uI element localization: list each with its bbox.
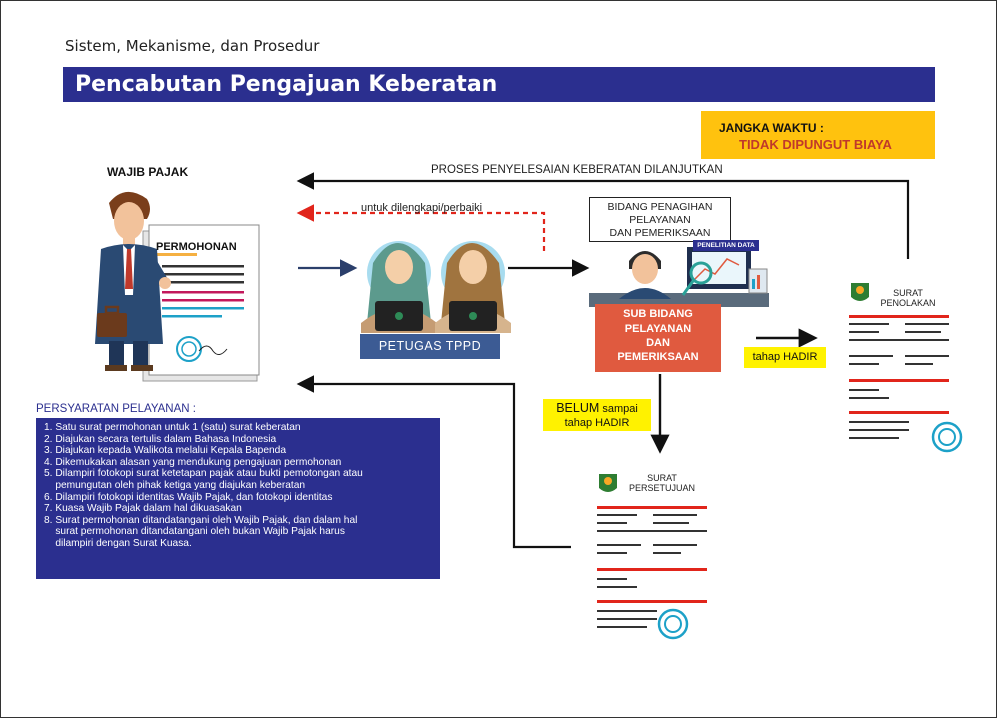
sub-bidang-line-3: DAN [646, 337, 670, 349]
sub-bidang-line-1: SUB BIDANG [623, 308, 693, 320]
officer-man-icon [619, 251, 671, 299]
surat-persetujuan-line-2: PERSETUJUAN [628, 483, 695, 493]
persyaratan-list: 1. Satu surat permohonan untuk 1 (satu) … [44, 422, 439, 550]
arrow-dilengkapi [296, 204, 546, 251]
surat-penolakan-title: SURAT PENOLAKAN [873, 288, 943, 308]
sub-bidang-box [595, 304, 721, 372]
page-title: Pencabutan Pengajuan Keberatan [75, 72, 498, 97]
document-lines-icon [157, 253, 244, 318]
bidang-line-1: BIDANG PENAGIHAN [607, 201, 713, 213]
surat-penolakan-document [843, 277, 971, 457]
surat-persetujuan-line-1: SURAT [647, 473, 677, 483]
persyaratan-item: dilampiri dengan Surat Kuasa. [44, 537, 192, 549]
wajib-pajak-illustration [95, 191, 260, 382]
bidang-line-3: DAN PEMERIKSAAN [609, 227, 711, 239]
businessman-icon [95, 191, 171, 371]
logo-shield-icon [599, 474, 617, 492]
surat-persetujuan-document [591, 468, 719, 646]
chart-monitor-icon [681, 247, 751, 296]
persyaratan-item: 1. Satu surat permohonan untuk 1 (satu) … [44, 422, 301, 433]
surat-penolakan-line-2: PENOLAKAN [880, 298, 936, 308]
officer-right-icon [435, 243, 511, 333]
persyaratan-item: 6. Dilampiri fotokopi identitas Wajib Pa… [44, 491, 333, 503]
dilengkapi-label: untuk dilengkapi/perbaiki [361, 202, 483, 214]
persyaratan-item: pemungutan oleh pihak ketiga yang diajuk… [44, 479, 306, 491]
stamp-icon [931, 421, 963, 453]
surat-persetujuan-title: SURAT PERSETUJUAN [617, 473, 707, 493]
sub-bidang-illustration [589, 247, 769, 307]
arrow-proses-lanjut [296, 172, 910, 259]
bidang-line-2: PELAYANAN [629, 214, 691, 226]
proses-lanjut-label: PROSES PENYELESAIAN KEBERATAN DILANJUTKA… [431, 164, 723, 176]
wajib-pajak-label: WAJIB PAJAK [107, 165, 189, 179]
persyaratan-item: 8. Surat permohonan ditandatangani oleh … [44, 514, 358, 526]
document-body-icon [597, 506, 707, 628]
sub-bidang-line-2: PELAYANAN [624, 323, 692, 335]
jangka-waktu-value: TIDAK DIPUNGUT BIAYA [739, 137, 892, 152]
belum-box [543, 399, 651, 431]
arrow-persetujuan-return [296, 375, 571, 549]
belum-strong: BELUM [556, 401, 600, 415]
persyaratan-item: surat permohonan ditandatangani oleh buk… [44, 526, 345, 538]
title-bar [63, 67, 935, 102]
persyaratan-item: 5. Dilampiri fotokopi surat ketetapan pa… [44, 468, 363, 480]
stamp-icon [657, 608, 689, 640]
belum-line-2: tahap HADIR [564, 417, 630, 429]
permohonan-label: PERMOHONAN [156, 241, 237, 253]
bidang-box [589, 197, 731, 242]
persyaratan-item: 7. Kuasa Wajib Pajak dalam hal dikuasaka… [44, 503, 242, 515]
petugas-illustration [361, 241, 511, 333]
persyaratan-box [36, 418, 440, 579]
signature-seal-icon [176, 336, 228, 362]
petugas-label: PETUGAS TPPD [378, 339, 482, 353]
surat-penolakan-line-1: SURAT [893, 288, 923, 298]
persyaratan-item: 4. Dikemukakan alasan yang mendukung pen… [44, 456, 342, 468]
belum-rest: sampai [599, 403, 638, 415]
logo-shield-icon [851, 283, 869, 301]
document-body-icon [849, 315, 949, 439]
page-subtitle: Sistem, Mekanisme, dan Prosedur [65, 37, 320, 55]
jangka-waktu-label: JANGKA WAKTU : [719, 121, 824, 135]
tahap-hadir-box [744, 347, 826, 368]
persyaratan-item: 3. Diajukan kepada Walikota melalui Kepa… [44, 445, 287, 457]
petugas-box [360, 334, 500, 359]
clipboard-icon [748, 268, 768, 294]
tahap-hadir-label: tahap HADIR [752, 351, 818, 363]
officer-left-icon [361, 243, 437, 333]
jangka-waktu-box [701, 111, 935, 159]
sub-bidang-line-4: PEMERIKSAAN [617, 351, 699, 363]
penelitian-data-tag: PENELITIAN DATA [693, 240, 759, 251]
persyaratan-item: 2. Diajukan secara tertulis dalam Bahasa… [44, 433, 277, 445]
belum-line-1: BELUM sampai [543, 401, 651, 415]
persyaratan-title: PERSYARATAN PELAYANAN : [36, 403, 196, 415]
